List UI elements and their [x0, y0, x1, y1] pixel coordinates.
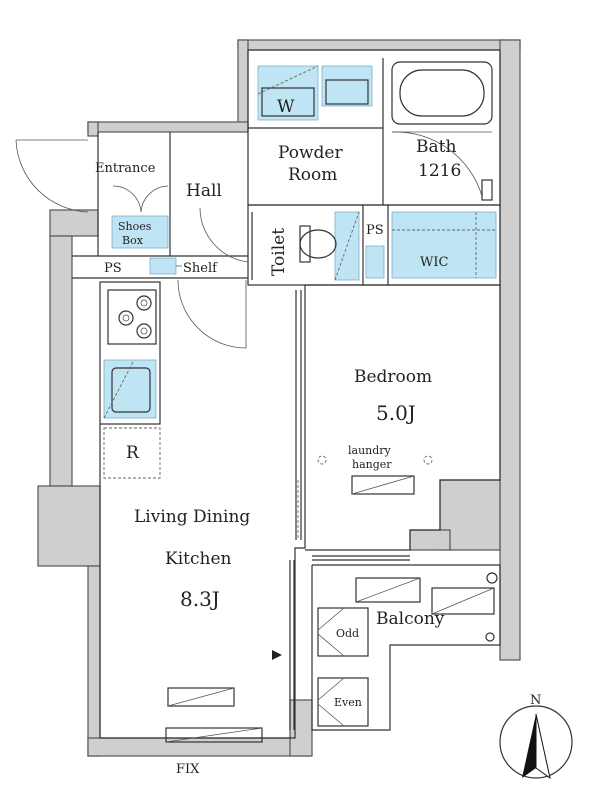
kitchen-sink	[103, 359, 157, 419]
entrance-label: Entrance	[95, 161, 156, 176]
hall-label: Hall	[186, 181, 222, 201]
laundry-hanger	[317, 455, 433, 495]
balcony-label: Balcony	[376, 609, 445, 629]
toilet-fixture	[251, 211, 360, 281]
bathtub	[391, 61, 493, 201]
balcony-features	[289, 555, 498, 730]
north-compass: N	[499, 693, 573, 780]
compass-ring	[499, 705, 573, 779]
powder-room-label-2: Room	[288, 165, 337, 185]
wic-area	[365, 211, 497, 279]
bath-label: Bath	[416, 137, 456, 157]
compass-arrow-dark	[522, 714, 536, 778]
odd-label: Odd	[336, 627, 359, 640]
bedroom-size-label: 5.0J	[376, 401, 416, 425]
ldk-size-label: 8.3J	[180, 587, 220, 611]
room-outlines	[72, 49, 501, 739]
washer-area	[257, 65, 373, 121]
compass-arrow-light	[535, 713, 551, 780]
fix-label: FIX	[176, 762, 200, 777]
ldk-fixtures	[165, 650, 282, 743]
shoes-box-label-2: Box	[122, 234, 144, 247]
bedroom-label: Bedroom	[354, 367, 432, 387]
shoes-box	[111, 215, 169, 249]
room-labels: Entrance Hall Powder Room Bath 1216 W Sh…	[95, 97, 461, 777]
ps-right-label: PS	[366, 223, 384, 238]
shoes-box-label-1: Shoes	[118, 220, 152, 233]
sliding-partition	[295, 290, 302, 540]
laundry-hanger-label-1: laundry	[348, 444, 392, 457]
toilet-label: Toilet	[269, 228, 289, 276]
north-label: N	[530, 693, 541, 708]
ldk-label-2: Kitchen	[165, 549, 231, 569]
fridge	[103, 427, 161, 479]
shelf-label: Shelf	[183, 261, 218, 276]
entrance-door	[15, 139, 169, 213]
even-label: Even	[334, 696, 362, 709]
bath-size-label: 1216	[418, 161, 461, 181]
wic-label: WIC	[420, 255, 448, 270]
laundry-hanger-label-2: hanger	[352, 458, 392, 471]
fridge-label: R	[126, 443, 140, 463]
hall-doors	[177, 207, 249, 349]
powder-room-label-1: Powder	[278, 143, 343, 163]
kitchen-stove	[107, 289, 157, 345]
washer-label: W	[277, 97, 295, 117]
ps-left-label: PS	[104, 261, 122, 276]
shelf	[149, 257, 182, 275]
ldk-label-1: Living Dining	[134, 507, 250, 527]
